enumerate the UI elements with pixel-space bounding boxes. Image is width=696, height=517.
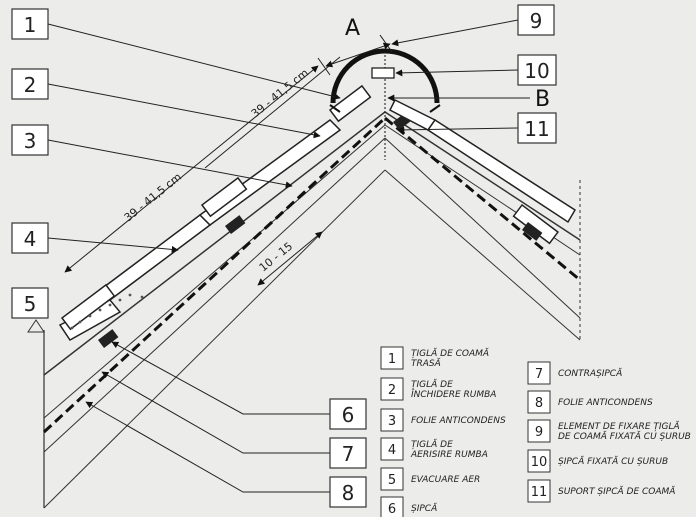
legend-box — [527, 419, 551, 443]
legend-number: 4 — [388, 443, 396, 458]
legend-text: EVACUARE AER — [411, 475, 480, 485]
right-battens — [521, 222, 543, 241]
dimension-lines — [64, 34, 393, 286]
legend-box — [527, 361, 551, 385]
callout-11: 11 — [524, 117, 549, 141]
legend-text: ȚIGLĂ DE — [411, 438, 453, 450]
callout-1: 1 — [24, 13, 37, 37]
legend-box — [380, 408, 404, 432]
label-a: A — [345, 16, 360, 41]
legend-text: ȘIPCĂ — [411, 502, 437, 514]
label-b: B — [535, 87, 550, 112]
legend-text: DE COAMĂ FIXATĂ CU ȘURUB — [558, 430, 691, 442]
callout-6: 6 — [342, 403, 355, 427]
screwed-batten — [371, 67, 395, 79]
callout-8: 8 — [342, 481, 355, 505]
legend-text: ȚIGLĂ DE COAMĂ — [411, 347, 489, 359]
legend-number: 1 — [388, 352, 396, 367]
legend-text: FOLIE ANTICONDENS — [411, 416, 506, 426]
legend-item-10: 10 ȘIPCĂ FIXATĂ CU ȘURUB — [527, 449, 668, 473]
legend-text: ELEMENT DE FIXARE ȚIGLĂ — [558, 420, 680, 432]
legend-box — [380, 437, 404, 461]
legend-text: SUPORT ȘIPCĂ DE COAMĂ — [558, 485, 675, 497]
callout-10: 10 — [524, 59, 549, 83]
legend-box — [527, 479, 551, 503]
callouts — [11, 4, 557, 508]
legend-number: 2 — [388, 383, 396, 398]
legend-number: 5 — [388, 473, 396, 488]
legend-text: ÎNCHIDERE RUMBA — [411, 388, 496, 400]
legend-text: AERISIRE RUMBA — [410, 450, 488, 460]
legend-text: ȚIGLĂ DE — [411, 378, 453, 390]
callout-3: 3 — [24, 129, 37, 153]
left-tiles — [58, 84, 372, 341]
legend-text: ȘIPCĂ FIXATĂ CU ȘURUB — [558, 455, 668, 467]
legend-item-7: 7 CONTRAȘIPCĂ — [527, 361, 622, 385]
legend-number: 11 — [531, 485, 548, 500]
legend-item-3: 3 FOLIE ANTICONDENS — [380, 408, 506, 432]
legend-number: 7 — [535, 367, 543, 382]
callout-2: 2 — [24, 73, 37, 97]
dimension-gap: 10 - 15 — [257, 240, 295, 275]
dimension-upper: 39 - 41,5 cm — [249, 66, 311, 120]
roof-right-slope — [384, 111, 581, 341]
legend-number: 3 — [388, 414, 396, 429]
legend-item-8: 8 FOLIE ANTICONDENS — [527, 390, 653, 414]
air-outlet-triangle — [27, 319, 45, 333]
legend-number: 10 — [531, 455, 548, 470]
callout-9: 9 — [530, 9, 543, 33]
legend-number: 9 — [535, 425, 543, 440]
legend-number: 8 — [535, 396, 543, 411]
leader-lines — [47, 19, 530, 493]
legend-text: TRASĂ — [411, 357, 441, 369]
legend-item-6: 6 ȘIPCĂ — [380, 496, 437, 517]
right-tiles — [389, 98, 577, 245]
dimension-lower: 39 - 41,5 cm — [122, 170, 184, 224]
vent-holes — [70, 293, 144, 330]
legend-box — [380, 377, 404, 401]
legend-item-5: 5 EVACUARE AER — [380, 467, 480, 491]
legend-box — [380, 496, 404, 517]
legend-box — [527, 390, 551, 414]
legend-box — [380, 467, 404, 491]
callout-5: 5 — [24, 292, 37, 316]
left-battens — [98, 112, 412, 348]
legend-text: CONTRAȘIPCĂ — [558, 367, 622, 379]
legend-box — [380, 346, 404, 370]
legend-item-11: 11 SUPORT ȘIPCĂ DE COAMĂ — [527, 479, 675, 503]
legend-number: 6 — [388, 502, 396, 517]
legend-text: FOLIE ANTICONDENS — [558, 398, 653, 408]
callout-4: 4 — [24, 227, 37, 251]
legend-box — [527, 449, 551, 473]
callout-7: 7 — [342, 442, 355, 466]
